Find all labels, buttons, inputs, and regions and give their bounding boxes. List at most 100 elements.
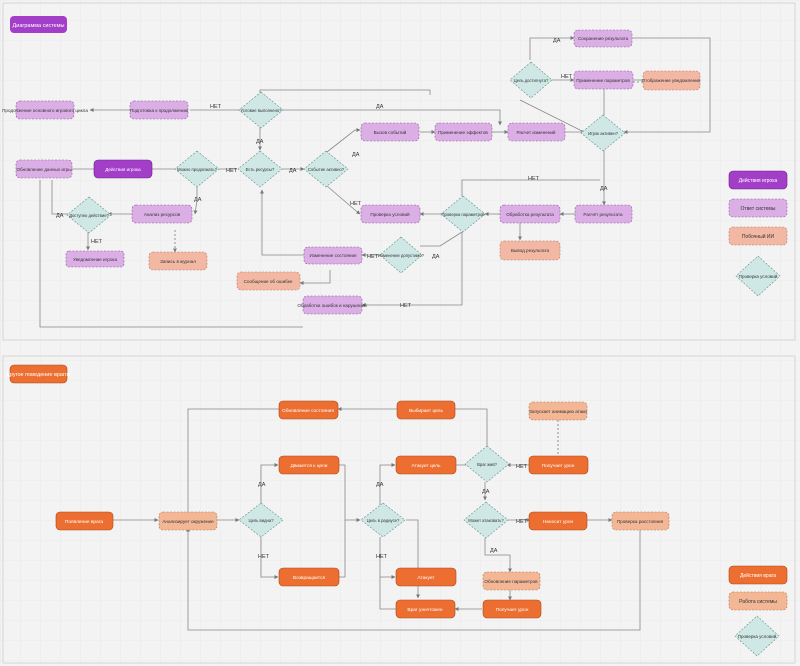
enemy-action-box: Враг уничтожен [395,599,456,619]
node-box: Обработка результата [499,204,561,224]
node-action-start: Действия игрока [93,159,153,179]
svg-text:Обновление данных игры: Обновление данных игры [16,167,71,172]
svg-text:Изменение допустимо?: Изменение допустимо? [378,253,425,258]
condition-diamond: Может атаковать? [463,501,509,539]
svg-text:Доступно действие?: Доступно действие? [69,213,109,218]
svg-text:Сообщение об ошибке: Сообщение об ошибке [244,279,293,284]
svg-text:Враг уничтожен: Враг уничтожен [407,607,442,613]
svg-text:Обновление состояния: Обновление состояния [282,408,334,414]
enemy-action-box: Атакует цель [395,455,457,475]
svg-text:Подготовка к продолжению: Подготовка к продолжению [130,108,189,113]
label-no: НЕТ [561,74,573,80]
enemy-action-box: Получает урон [482,599,542,619]
node-box: Проверка условий [360,204,421,224]
label-yes: ДА [376,482,384,488]
svg-text:Обработка ошибок и нарушений: Обработка ошибок и нарушений [297,302,367,308]
node-box: Вызов событий [360,122,420,142]
node-box: Анализ ресурсов [131,204,193,224]
label-no: НЕТ [91,239,103,245]
node-side-box: Вывод результата [499,240,561,261]
label-no: НЕТ [226,168,238,174]
node-box: Уведомление игрока [65,250,125,268]
label-yes: ДА [553,38,561,44]
decision-diamond: Проверка параметров [440,195,486,233]
decision-diamond: Игрок активен? [580,114,626,152]
svg-text:Побочный ИИ: Побочный ИИ [742,233,775,240]
enemy-action-box: Движется к цели [278,455,340,475]
svg-text:Появление врага: Появление врага [65,519,103,525]
svg-text:Уведомление игрока: Уведомление игрока [73,257,118,262]
condition-diamond: Цель в радиусе? [360,502,406,538]
legend-section2: Действия врага Работа системы Проверка у… [728,565,788,657]
svg-text:Обработка результата: Обработка результата [506,212,554,217]
section1-yes-no-labels: НЕТ ДА ДА НЕТ ДА ДА ДА НЕТ ДА НЕТ ДА НЕТ… [56,38,608,309]
node-box: Продолжение основного игрового цикла [2,100,88,120]
legend-system-work: Работа системы [728,591,788,611]
svg-text:Движется к цели: Движется к цели [291,463,328,469]
svg-text:Анализ ресурсов: Анализ ресурсов [144,212,181,217]
system-work-box: Анализирует окружение [158,511,218,531]
svg-text:Проверка условий: Проверка условий [370,211,410,217]
svg-text:Проверка условий: Проверка условий [738,633,777,639]
svg-text:Продолжение основного игрового: Продолжение основного игрового цикла [2,108,88,113]
svg-text:Условие выполнено?: Условие выполнено? [240,108,282,113]
svg-text:Проверка расстояния: Проверка расстояния [617,519,664,524]
node-side-box: Сообщение об ошибке [236,271,301,291]
node-box: Обновление данных игры [15,159,73,179]
svg-text:Работа системы: Работа системы [739,599,777,605]
section1-title-tag [10,16,67,33]
svg-text:Игрок активен?: Игрок активен? [588,131,618,136]
enemy-action-box: Возвращается [278,567,340,587]
svg-text:Вызов событий: Вызов событий [374,129,407,135]
decision-diamond: Есть ресурсы? [237,150,283,188]
legend-side: Побочный ИИ [728,226,788,246]
label-yes: ДА [600,186,608,192]
node-box: Расчёт результата [574,204,633,224]
svg-text:Наносит урон: Наносит урон [543,519,574,525]
enemy-action-box: Получает урон [528,455,589,475]
enemy-action-box: Наносит урон [528,511,588,531]
label-yes: ДА [56,213,64,219]
system-work-box: Запускает анимацию атаки [528,401,587,421]
node-box: Сохранение результата [573,29,633,48]
legend-action: Действия игрока [728,170,788,190]
legend-system: Ответ системы [728,198,788,218]
label-no: НЕТ [210,104,222,110]
enemy-action-box: Обновление состояния [278,400,339,420]
svg-text:Цель в радиусе?: Цель в радиусе? [367,518,400,523]
svg-text:Есть ресурсы?: Есть ресурсы? [246,167,275,172]
label-no: НЕТ [400,303,412,309]
svg-text:Можно продолжать?: Можно продолжать? [177,167,218,172]
svg-text:Расчет изменений: Расчет изменений [516,129,555,135]
enemy-action-box: Выбирает цель [396,400,456,420]
decision-diamond: Доступно действие? [66,196,112,234]
svg-text:Проверка условий: Проверка условий [739,273,778,279]
enemy-action-box: Появление врага [55,511,114,531]
svg-text:Применение параметров: Применение параметров [576,78,630,83]
label-no: НЕТ [528,176,540,182]
svg-text:Враг жив?: Враг жив? [477,462,498,467]
section2-title: Другое поведение врагов [6,372,71,378]
node-box: Расчет изменений [507,122,566,142]
decision-diamond: Событие активно? [303,150,349,188]
enemy-action-box: Атакует [395,567,457,587]
section2-connectors [113,407,641,631]
svg-text:Атакует: Атакует [417,575,435,581]
svg-text:Получает урон: Получает урон [496,607,529,613]
label-yes: ДА [376,104,384,110]
node-side-box: Запись в журнал [148,251,208,271]
section2-yes-no-labels: ДА НЕТ ДА НЕТ ДА НЕТ НЕТ ДА [258,464,528,560]
label-yes: ДА [256,139,264,145]
legend-condition: Проверка условий [734,615,780,657]
decision-diamond: Можно продолжать? [174,150,220,188]
decision-diamond: Цель достигнута? [509,61,553,99]
node-box: Обработка ошибок и нарушений [297,295,367,315]
svg-text:Анализирует окружение: Анализирует окружение [162,519,214,524]
svg-text:Отображение уведомления: Отображение уведомления [642,78,701,83]
decision-diamond: Условие выполнено? [238,91,284,129]
label-no: НЕТ [350,201,362,207]
label-no: НЕТ [367,254,379,260]
svg-text:Изменение состояния: Изменение состояния [309,253,357,258]
svg-text:Запускает анимацию атаки: Запускает анимацию атаки [529,409,587,414]
label-yes: ДА [432,254,440,260]
